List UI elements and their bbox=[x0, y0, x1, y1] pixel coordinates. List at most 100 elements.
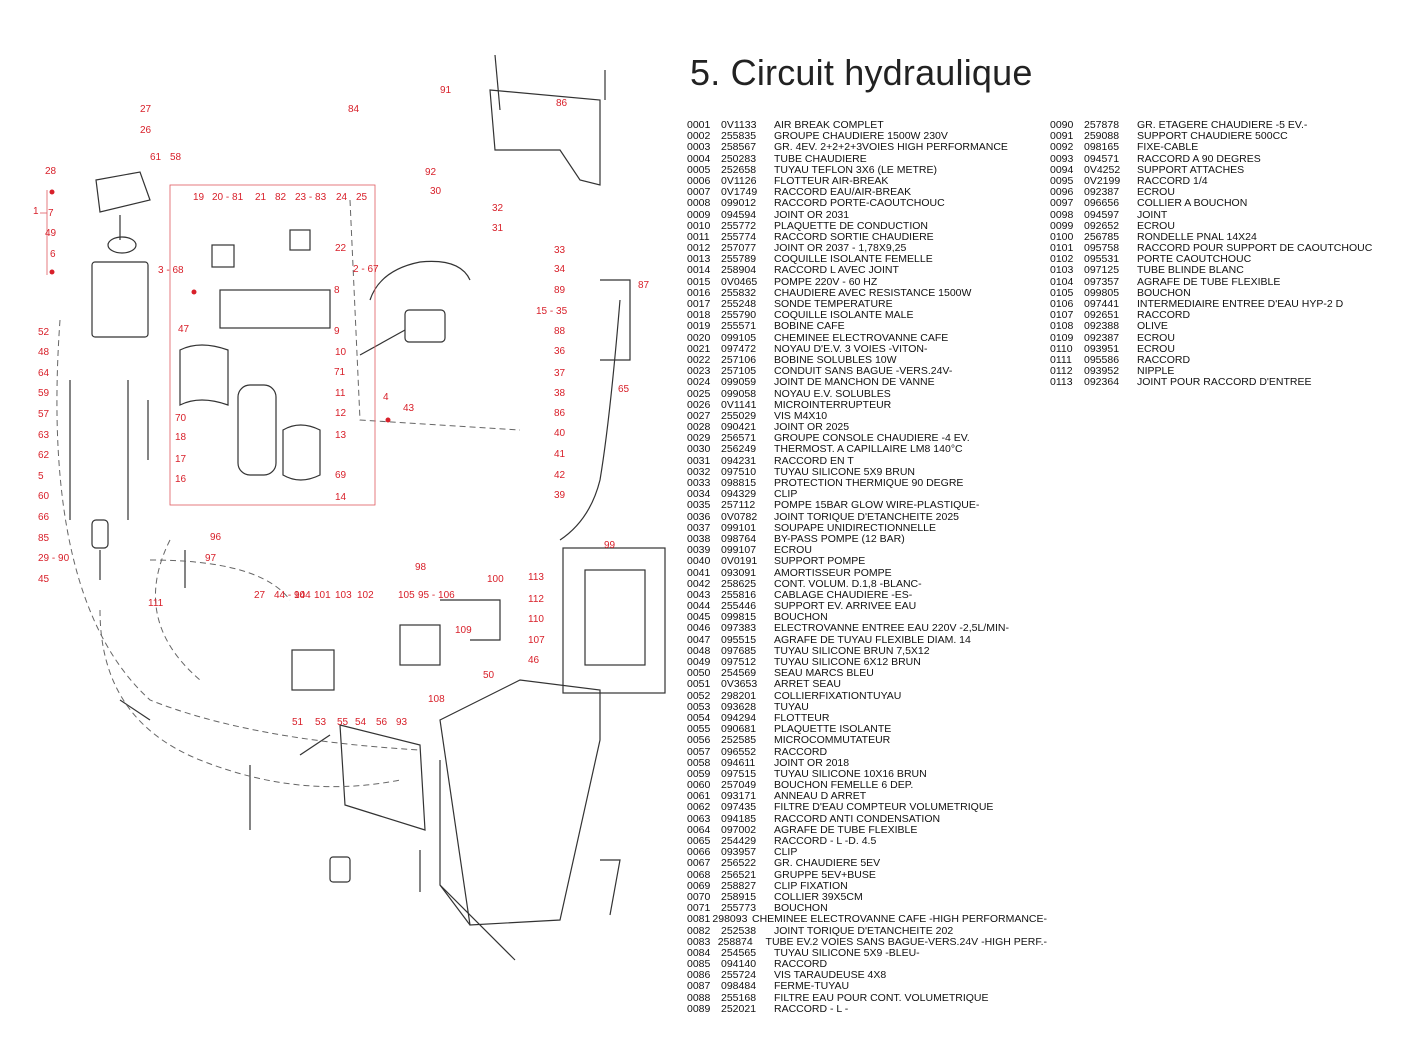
callout-label: 11 bbox=[335, 388, 346, 399]
part-description: TUBE CHAUDIERE bbox=[774, 152, 867, 165]
part-description: JOINT OR 2037 - 1,78X9,25 bbox=[774, 242, 907, 255]
callout-label: 54 bbox=[355, 717, 367, 728]
part-number: 0049 bbox=[687, 656, 711, 668]
part-number: 0028 bbox=[687, 421, 711, 434]
callout-label: 108 bbox=[428, 694, 445, 705]
callout-label: 61 bbox=[150, 152, 162, 163]
part-code: 093957 bbox=[721, 846, 757, 859]
part-description: SUPPORT ATTACHES bbox=[1137, 163, 1245, 176]
part-code: 0V1749 bbox=[721, 186, 758, 199]
part-code: 0V0782 bbox=[721, 510, 758, 523]
part-description: POMPE 15BAR GLOW WIRE-PLASTIQUE- bbox=[774, 499, 980, 512]
part-description: RACCORD POUR SUPPORT DE CAOUTCHOUC bbox=[1137, 242, 1373, 255]
part-description: JOINT bbox=[1137, 208, 1168, 221]
part-code: 099107 bbox=[721, 544, 757, 557]
callout-label: 92 bbox=[425, 167, 437, 178]
callout-label: 15 - 35 bbox=[536, 306, 568, 317]
callout-label: 100 bbox=[487, 574, 504, 585]
part-number: 0092 bbox=[1050, 141, 1074, 154]
part-code: 298093 bbox=[712, 913, 748, 926]
part-number: 0047 bbox=[687, 633, 711, 646]
part-description: POMPE 220V - 60 HZ bbox=[774, 275, 878, 288]
callout-label: 23 - 83 bbox=[295, 192, 327, 203]
part-number: 0113 bbox=[1050, 376, 1073, 389]
part-code: 0V1141 bbox=[721, 398, 757, 411]
part-description: CONDUIT SANS BAGUE -VERS.24V- bbox=[774, 365, 953, 378]
air-break-tank bbox=[91, 261, 149, 338]
part-description: BOUCHON bbox=[1137, 286, 1191, 299]
part-description: CHEMINEE ELECTROVANNE CAFE bbox=[774, 331, 949, 344]
part-description: RACCORD bbox=[1137, 309, 1191, 322]
part-description: PLAQUETTE ISOLANTE bbox=[774, 723, 892, 736]
part-number: 0015 bbox=[687, 275, 711, 288]
part-description: ELECTROVANNE ENTREE EAU 220V -2,5L/MIN- bbox=[774, 622, 1009, 635]
part-code: 255835 bbox=[721, 130, 757, 143]
part-number: 0011 bbox=[687, 230, 710, 243]
part-number: 0097 bbox=[1050, 197, 1074, 210]
callout-label: 84 bbox=[348, 104, 360, 115]
part-code: 257112 bbox=[721, 499, 756, 512]
part-number: 0108 bbox=[1050, 320, 1074, 333]
part-description: AGRAFE DE TUYAU FLEXIBLE DIAM. 14 bbox=[774, 633, 971, 646]
part-code: 094571 bbox=[1084, 152, 1120, 165]
part-number: 0019 bbox=[687, 320, 711, 333]
part-number: 0104 bbox=[1050, 275, 1074, 288]
part-code: 097441 bbox=[1084, 298, 1120, 310]
callout-label: 49 bbox=[45, 228, 57, 239]
inlet-valve bbox=[399, 624, 441, 666]
callout-label: 104 bbox=[294, 590, 311, 601]
part-description: RACCORD bbox=[1137, 353, 1191, 366]
part-number: 0010 bbox=[687, 219, 711, 232]
callout-label: 27 bbox=[254, 590, 266, 601]
pump bbox=[404, 309, 446, 343]
part-number: 0102 bbox=[1050, 253, 1074, 266]
part-code: 097383 bbox=[721, 622, 757, 635]
callout-label: 27 bbox=[140, 104, 152, 115]
part-description: OLIVE bbox=[1137, 320, 1168, 333]
callout-label: 88 bbox=[554, 326, 566, 337]
part-number: 0084 bbox=[687, 946, 711, 959]
callout-label: 43 bbox=[403, 403, 415, 414]
part-number: 0105 bbox=[1050, 286, 1074, 299]
part-number: 0027 bbox=[687, 409, 711, 422]
part-number: 0052 bbox=[687, 689, 711, 702]
part-description: COQUILLE ISOLANTE MALE bbox=[774, 309, 914, 322]
part-code: 094185 bbox=[721, 812, 757, 825]
callout-label: 99 bbox=[604, 540, 616, 551]
part-description: SOUPAPE UNIDIRECTIONNELLE bbox=[774, 521, 937, 534]
part-code: 093952 bbox=[1084, 365, 1120, 378]
part-number: 0101 bbox=[1050, 242, 1074, 255]
part-number: 0042 bbox=[687, 577, 711, 590]
callout-label: 42 bbox=[554, 470, 566, 481]
part-description: AGRAFE DE TUBE FLEXIBLE bbox=[774, 823, 918, 836]
callout-frames bbox=[40, 184, 376, 506]
callout-label: 110 bbox=[528, 614, 544, 625]
callout-label: 85 bbox=[38, 533, 50, 544]
part-code: 256522 bbox=[721, 857, 757, 870]
part-description: CONT. VOLUM. D.1,8 -BLANC- bbox=[774, 577, 922, 590]
part-description: ECROU bbox=[1137, 342, 1175, 355]
callout-label: 4 bbox=[383, 392, 389, 403]
part-number: 0043 bbox=[687, 588, 711, 601]
part-number: 0106 bbox=[1050, 298, 1074, 310]
part-code: 094140 bbox=[721, 958, 757, 971]
part-description: PORTE CAOUTCHOUC bbox=[1137, 253, 1252, 266]
callout-label: 62 bbox=[38, 450, 50, 461]
part-description: JOINT OR 2018 bbox=[774, 756, 850, 769]
callout-label: 71 bbox=[334, 367, 346, 378]
callout-label: 93 bbox=[396, 717, 408, 728]
